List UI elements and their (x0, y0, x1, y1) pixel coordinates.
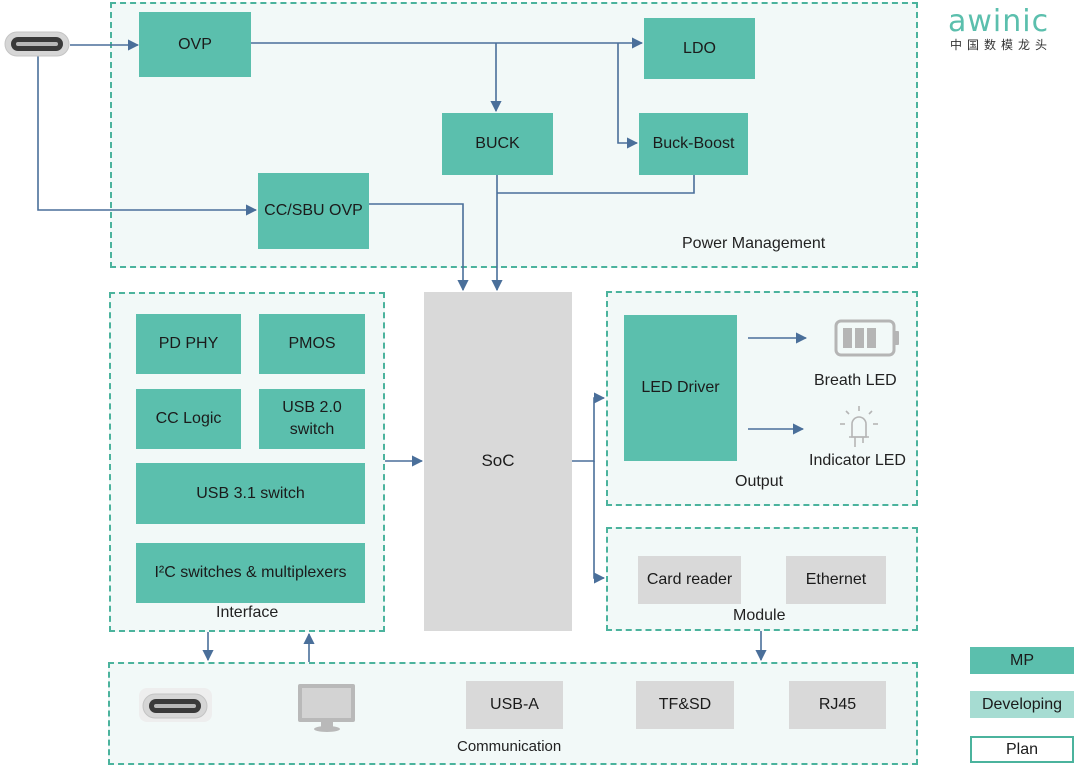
legend-plan: Plan (970, 736, 1074, 763)
wire-soc-to-module (593, 461, 606, 584)
module-label: Module (733, 607, 786, 624)
brand-subtitle: 中国数模龙头 (950, 38, 1053, 52)
cc-logic-block: CC Logic (136, 389, 241, 449)
cc-sbu-ovp-block: CC/SBU OVP (258, 173, 369, 249)
rj45-block: RJ45 (789, 681, 886, 729)
pmos-block: PMOS (259, 314, 365, 374)
soc-block: SoC (424, 292, 572, 631)
usb20-switch-block: USB 2.0 switch (259, 389, 365, 449)
card-reader-block: Card reader (638, 556, 741, 604)
i2c-switches-block: I²C switches & multiplexers (136, 543, 365, 603)
ovp-block: OVP (139, 12, 251, 77)
ethernet-block: Ethernet (786, 556, 886, 604)
legend-mp: MP (970, 647, 1074, 674)
pd-phy-block: PD PHY (136, 314, 241, 374)
usb-a-block: USB-A (466, 681, 563, 729)
legend-developing: Developing (970, 691, 1074, 718)
brand-logo: awinic (948, 4, 1050, 39)
ldo-block: LDO (644, 18, 755, 79)
breath-led-label: Breath LED (814, 372, 897, 389)
power-management-label: Power Management (682, 235, 826, 252)
buck-block: BUCK (442, 113, 553, 175)
buck-boost-block: Buck-Boost (639, 113, 748, 175)
led-driver-block: LED Driver (624, 315, 737, 461)
usb-c-connector-icon (4, 31, 70, 57)
indicator-led-label: Indicator LED (809, 452, 906, 469)
communication-label: Communication (457, 738, 562, 755)
interface-label: Interface (216, 604, 279, 621)
wire-soc-to-output (572, 392, 606, 462)
output-label: Output (735, 473, 784, 490)
tf-sd-block: TF&SD (636, 681, 734, 729)
usb31-switch-block: USB 3.1 switch (136, 463, 365, 524)
